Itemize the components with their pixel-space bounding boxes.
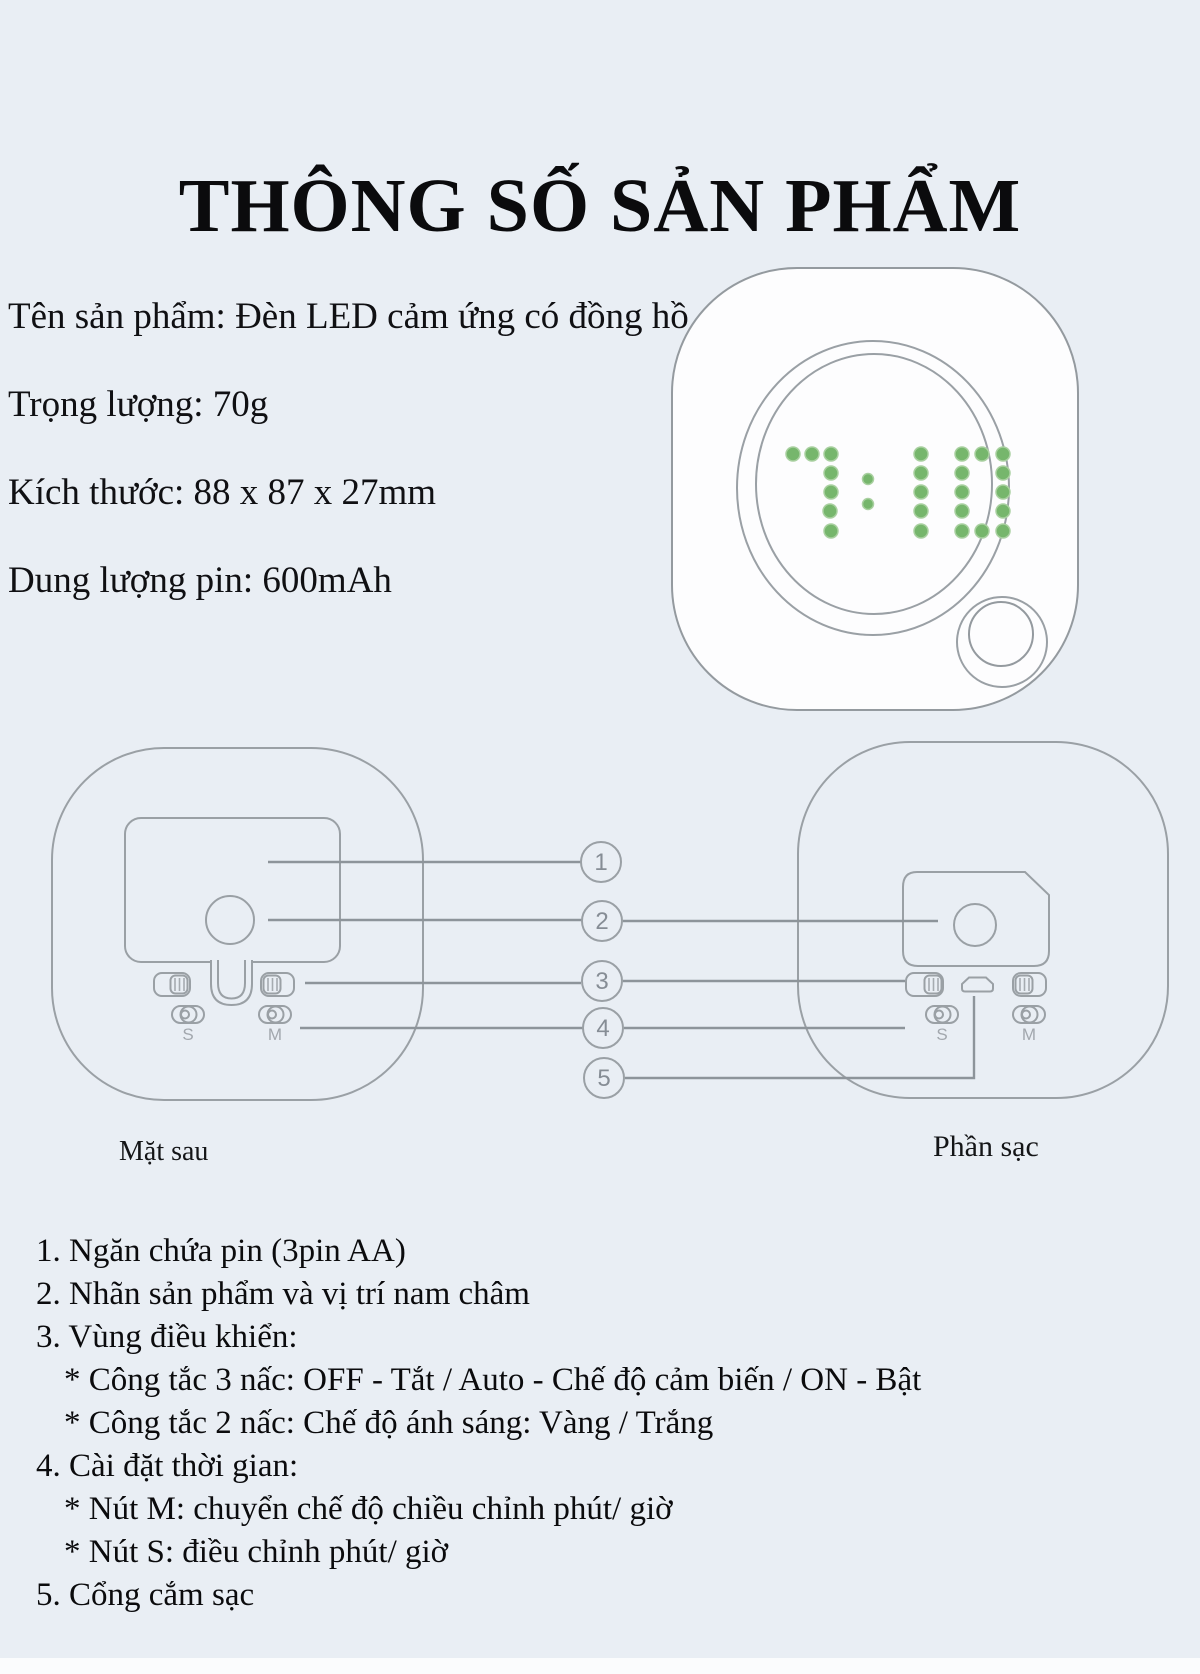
device-body-front (671, 267, 1079, 711)
front-view-drawing (671, 267, 1079, 711)
legend-item: * Nút S: điều chỉnh phút/ giờ (64, 1534, 449, 1570)
slide-switch-2pos-icon (1012, 972, 1047, 997)
display-ring-inner (755, 353, 993, 615)
clock-dot (913, 446, 929, 462)
page-title: THÔNG SỐ SẢN PHẨM (178, 163, 1022, 248)
clock-dot (995, 503, 1011, 519)
clock-dot (995, 465, 1011, 481)
pull-tab-icon (210, 960, 253, 1007)
button-s-icon (925, 1005, 959, 1024)
callout-lines (268, 860, 976, 1080)
clock-dot (823, 523, 839, 539)
clock-dot (861, 497, 875, 511)
callout-4: 4 (582, 1007, 624, 1049)
clock-dot (995, 446, 1011, 462)
button-m-icon (1012, 1005, 1046, 1024)
svg-text:1: 1 (594, 849, 607, 876)
button-s-icon (171, 1005, 205, 1024)
clock-dot (954, 446, 970, 462)
svg-text:3: 3 (595, 968, 608, 995)
clock-dot (913, 484, 929, 500)
clock-dot (995, 484, 1011, 500)
svg-text:2: 2 (595, 908, 608, 935)
clock-dot (861, 472, 875, 486)
slide-switch-2pos-icon (260, 972, 295, 997)
legend-item: 4. Cài đặt thời gian: (36, 1448, 299, 1484)
spec-dimensions: Kích thước: 88 x 87 x 27mm (8, 472, 437, 513)
clock-dot (974, 446, 990, 462)
clock-dot (822, 503, 838, 519)
s-button-label: S (936, 1025, 947, 1044)
back-view-label: Mặt sau (119, 1136, 209, 1167)
usb-port-icon (961, 976, 994, 993)
svg-text:4: 4 (596, 1015, 609, 1042)
label-plate (902, 871, 1050, 967)
svg-text:5: 5 (597, 1065, 610, 1092)
clock-dot (954, 465, 970, 481)
callout-5: 5 (583, 1057, 625, 1099)
clock-dot (823, 484, 839, 500)
legend-item: 5. Cổng cắm sạc (36, 1577, 255, 1613)
sensor-button-icon (968, 601, 1034, 667)
back-view-drawing: S M (51, 747, 424, 1101)
spec-product-name: Tên sản phẩm: Đèn LED cảm ứng có đồng hồ (8, 296, 689, 337)
m-button-label: M (268, 1025, 282, 1044)
clock-dot (995, 523, 1011, 539)
legend-item: 1. Ngăn chứa pin (3pin AA) (36, 1233, 406, 1269)
legend-item: 2. Nhãn sản phẩm và vị trí nam châm (36, 1276, 530, 1312)
clock-dot (913, 503, 929, 519)
slide-switch-3pos-icon (905, 972, 944, 997)
s-button-label: S (182, 1025, 193, 1044)
clock-dot (785, 446, 801, 462)
legend-item: * Công tắc 2 nấc: Chế độ ánh sáng: Vàng … (64, 1405, 714, 1441)
clock-dot (823, 446, 839, 462)
spec-weight: Trọng lượng: 70g (8, 384, 269, 425)
magnet-position-charge (953, 903, 997, 947)
callout-1: 1 (580, 841, 622, 883)
slide-switch-3pos-icon (153, 972, 191, 997)
legend-item: 3. Vùng điều khiển: (36, 1319, 298, 1355)
battery-compartment (124, 817, 341, 963)
legend-item: * Nút M: chuyển chế độ chiều chỉnh phút/… (64, 1491, 673, 1527)
clock-dot (954, 484, 970, 500)
magnet-position (205, 895, 255, 945)
legend-item: * Công tắc 3 nấc: OFF - Tắt / Auto - Chế… (64, 1362, 922, 1398)
clock-dot (823, 465, 839, 481)
clock-dot (954, 503, 970, 519)
sensor-button-ring (956, 596, 1048, 688)
m-button-label: M (1022, 1025, 1036, 1044)
clock-dot (913, 523, 929, 539)
clock-dot (913, 465, 929, 481)
legend-list: 1. Ngăn chứa pin (3pin AA) 2. Nhãn sản p… (36, 1230, 1196, 1617)
bottom-strip (0, 1658, 1200, 1674)
spec-battery: Dung lượng pin: 600mAh (8, 560, 392, 601)
callout-3: 3 (581, 960, 623, 1002)
callout-2: 2 (581, 900, 623, 942)
button-m-icon (258, 1005, 292, 1024)
clock-dot (804, 446, 820, 462)
clock-dot (954, 523, 970, 539)
device-body-back (51, 747, 424, 1101)
clock-dot (974, 523, 990, 539)
clock-display (785, 446, 1011, 539)
charge-view-label: Phần sạc (933, 1130, 1039, 1163)
